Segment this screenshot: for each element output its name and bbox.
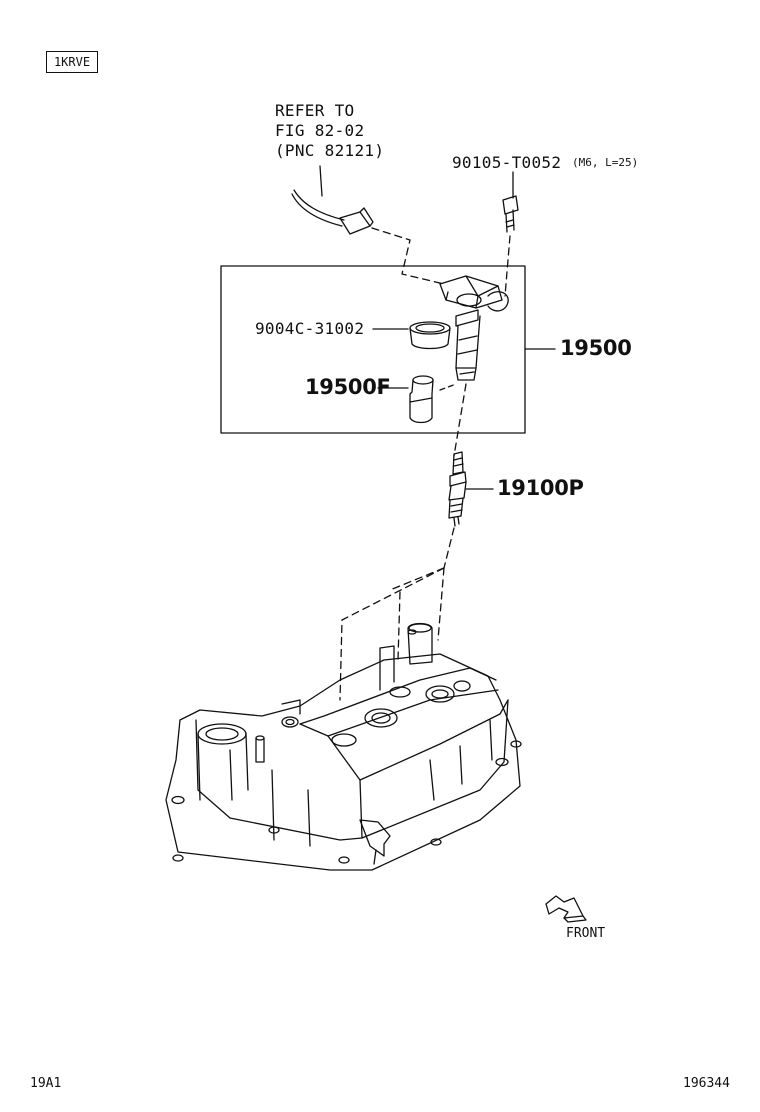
refer-note-line1: REFER TO — [275, 101, 355, 120]
footer-right-code: 196344 — [683, 1076, 730, 1091]
plug-head-dashed-lines — [339, 527, 455, 701]
front-arrow-icon — [545, 895, 587, 923]
seal-part-number[interactable]: 9004C-31002 — [255, 319, 365, 338]
spark-plug-part-number[interactable]: 19100P — [497, 476, 584, 500]
harness-connector-icon — [291, 165, 374, 235]
footer-left-code: 19A1 — [30, 1076, 62, 1091]
spark-plug-icon — [448, 451, 467, 527]
coil-plug-centerline — [453, 383, 467, 457]
front-label: FRONT — [566, 926, 606, 941]
bolt-spec: (M6, L=25) — [572, 156, 639, 169]
boot-part-number[interactable]: 19500F — [305, 375, 391, 399]
cylinder-head-cover-icon — [165, 622, 522, 871]
coil-assy-frame — [220, 265, 526, 434]
connector-leader-line — [371, 227, 445, 285]
refer-note-line2: FIG 82-02 — [275, 121, 365, 140]
refer-note-line3: (PNC 82121) — [275, 141, 385, 160]
seal-ring-icon — [409, 321, 451, 350]
coil-boot-icon — [409, 375, 434, 424]
bolt-icon — [502, 171, 519, 233]
ignition-coil-icon — [439, 275, 509, 381]
boot-link-line — [439, 383, 457, 391]
engine-code-badge: 1KRVE — [46, 51, 98, 73]
coil-assy-part-number[interactable]: 19500 — [560, 336, 632, 360]
engine-code-label: 1KRVE — [53, 55, 91, 69]
bolt-part-number[interactable]: 90105-T0052 — [452, 153, 562, 172]
